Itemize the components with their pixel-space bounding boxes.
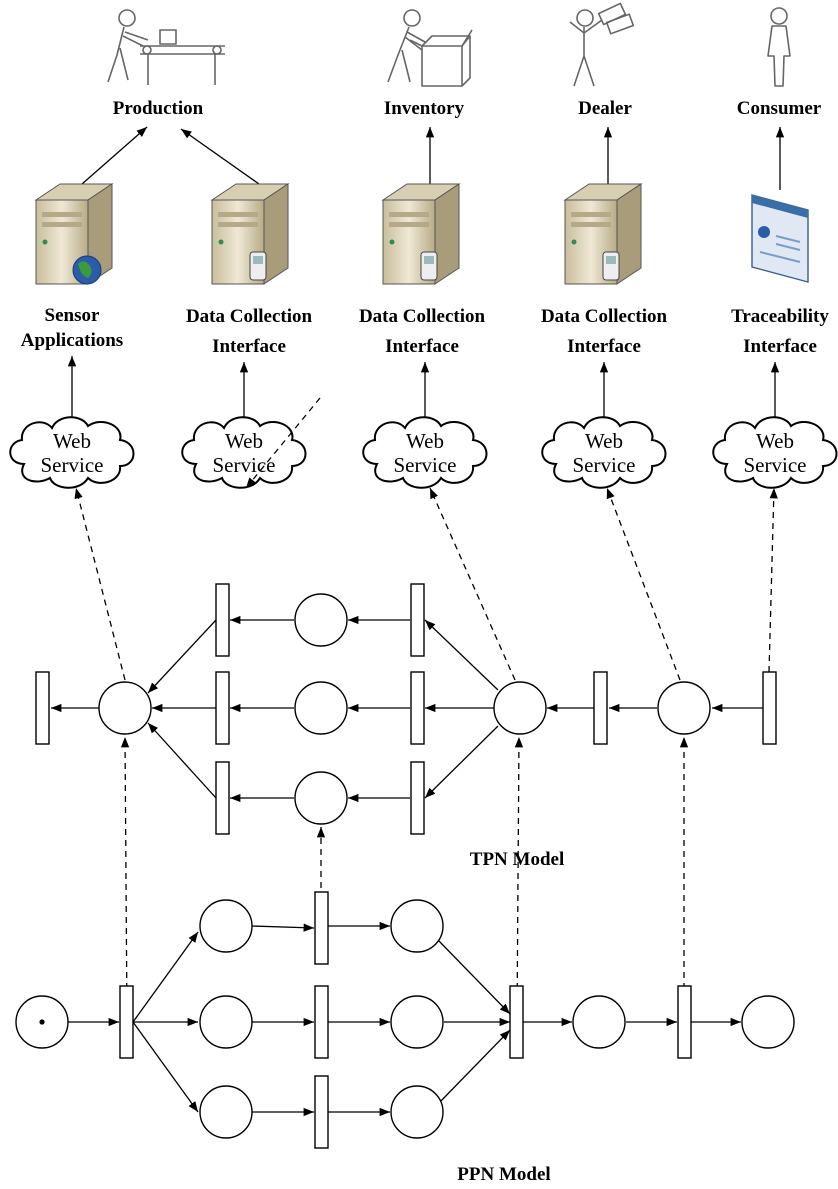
browser-window-icon (751, 194, 809, 283)
worker-box-icon (387, 9, 473, 87)
web-service-label-line2: Service (744, 453, 807, 477)
server-globe-icon (34, 183, 114, 285)
web-service-label-line2: Service (573, 453, 636, 477)
web-service-label-line2: Service (41, 453, 104, 477)
actor-label-dealer: Dealer (578, 98, 632, 119)
web-service-label-line2: Service (394, 453, 457, 477)
actor-label-consumer: Consumer (737, 98, 822, 119)
app-label-dc1-line2: Interface (212, 336, 286, 357)
web-service-label-line2: Service (213, 453, 276, 477)
ppn-model-label: PPN Model (457, 1164, 550, 1185)
app-label-dc2-line2: Interface (385, 336, 459, 357)
edge-sensor-to-production (81, 126, 148, 185)
app-label-dc1-line1: Data Collection (186, 306, 313, 327)
app-label-sensor-line2: Applications (21, 330, 123, 351)
web-service-label-line1: Web (756, 429, 794, 453)
dashed-tpn-to-ws5 (768, 487, 778, 673)
person-icon (767, 7, 791, 87)
server-phone-icon (210, 183, 290, 285)
app-label-trace-line1: Traceability (731, 306, 829, 327)
dashed-tpn-to-ws1 (74, 487, 126, 681)
tpn-net (35, 583, 777, 835)
app-label-dc2-line1: Data Collection (359, 306, 486, 327)
dashed-tpn-to-ws4 (606, 487, 681, 681)
web-service-clouds: WebServiceWebServiceWebServiceWebService… (9, 416, 838, 489)
web-service-label-line1: Web (53, 429, 91, 453)
app-label-dc3-line1: Data Collection (541, 306, 668, 327)
tpn-model-label: TPN Model (470, 849, 564, 870)
app-label-trace-line2: Interface (743, 336, 817, 357)
app-label-sensor-line1: Sensor (45, 305, 100, 326)
web-service-label-line1: Web (585, 429, 623, 453)
app-label-dc3-line2: Interface (567, 336, 641, 357)
dashed-tpn-to-ws2 (245, 397, 321, 489)
dashed-ppn-to-tpn-1 (120, 736, 130, 1023)
edge-dc1-to-production (180, 128, 260, 185)
web-service-label-line1: Web (406, 429, 444, 453)
server-phone-icon (381, 183, 461, 285)
server-phone-icon (563, 183, 643, 285)
worker-conveyor-icon (107, 9, 225, 85)
dashed-tpn-to-ws3 (429, 487, 516, 681)
dealer-money-icon (569, 2, 635, 87)
web-service-label-line1: Web (225, 429, 263, 453)
actor-label-production: Production (113, 98, 204, 119)
dashed-ppn-to-tpn-3 (514, 736, 524, 1023)
actor-label-inventory: Inventory (384, 98, 465, 119)
ppn-net (15, 891, 795, 1149)
